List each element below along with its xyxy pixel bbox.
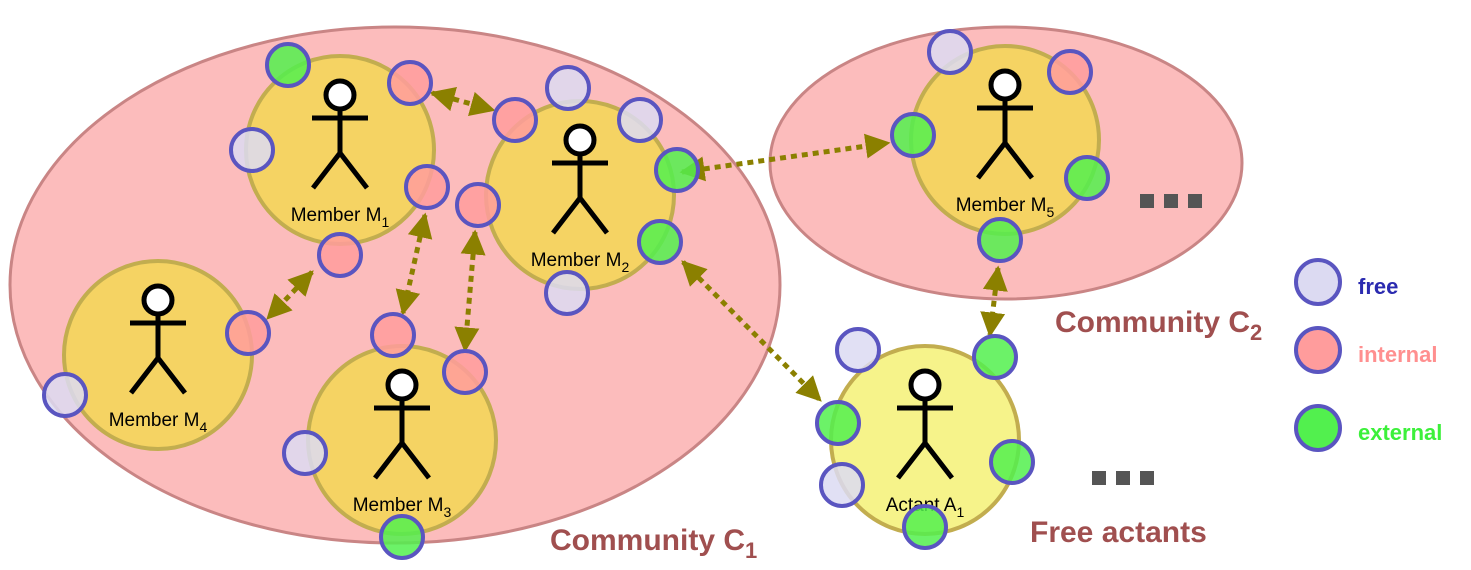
member-m4[interactable]: Member M4 — [62, 259, 254, 451]
member-m5[interactable]: Member M5 — [909, 44, 1101, 236]
person-icon — [976, 68, 1034, 180]
member-m2[interactable]: Member M2 — [484, 99, 676, 291]
legend-external-swatch — [1294, 404, 1342, 452]
port-free[interactable] — [927, 29, 973, 75]
person-icon — [129, 283, 187, 395]
port-free[interactable] — [282, 430, 328, 476]
community-c1-label: Community C1 — [550, 524, 757, 563]
port-internal[interactable] — [492, 97, 538, 143]
port-external[interactable] — [1064, 155, 1110, 201]
port-internal[interactable] — [225, 310, 271, 356]
legend: free internal external — [1294, 258, 1442, 452]
community-c2-label: Community C2 — [1055, 306, 1262, 345]
member-label: Member M3 — [353, 495, 452, 520]
member-label: Member M5 — [956, 195, 1055, 220]
port-external[interactable] — [379, 514, 425, 560]
free-actants-label: Free actants — [1030, 516, 1207, 549]
port-free[interactable] — [42, 372, 88, 418]
link-arrow — [980, 265, 1008, 338]
port-external[interactable] — [972, 334, 1018, 380]
person-icon — [373, 368, 431, 480]
port-internal[interactable] — [387, 60, 433, 106]
port-external[interactable] — [902, 504, 948, 550]
port-free[interactable] — [819, 462, 865, 508]
legend-internal-swatch — [1294, 326, 1342, 374]
member-m1[interactable]: Member M1 — [244, 54, 436, 246]
ellipsis-dot — [1188, 194, 1202, 208]
port-internal[interactable] — [442, 349, 488, 395]
ellipsis-dot — [1092, 471, 1106, 485]
port-internal[interactable] — [1047, 49, 1093, 95]
link-arrow — [395, 212, 433, 316]
legend-free-swatch — [1294, 258, 1342, 306]
port-external[interactable] — [890, 112, 936, 158]
port-free[interactable] — [229, 127, 275, 173]
port-free[interactable] — [544, 270, 590, 316]
port-internal[interactable] — [317, 232, 363, 278]
person-icon — [311, 78, 369, 190]
port-external[interactable] — [815, 400, 861, 446]
link-arrow — [679, 133, 891, 182]
port-external[interactable] — [654, 147, 700, 193]
member-label: Member M4 — [109, 410, 208, 435]
port-free[interactable] — [545, 65, 591, 111]
port-free[interactable] — [835, 327, 881, 373]
ellipsis-dot — [1140, 194, 1154, 208]
member-label: Member M1 — [291, 205, 390, 230]
member-label: Member M2 — [531, 250, 630, 275]
ellipsis-dot — [1116, 471, 1130, 485]
port-internal[interactable] — [370, 312, 416, 358]
person-icon — [896, 368, 954, 480]
port-external[interactable] — [977, 217, 1023, 263]
port-external[interactable] — [265, 42, 311, 88]
port-external[interactable] — [637, 219, 683, 265]
ellipsis-dot — [1140, 471, 1154, 485]
legend-external-label: external — [1358, 420, 1442, 445]
port-internal[interactable] — [404, 164, 450, 210]
ellipsis-more-members — [1092, 194, 1202, 485]
person-icon — [551, 123, 609, 235]
legend-free-label: free — [1358, 274, 1398, 299]
port-internal[interactable] — [455, 182, 501, 228]
ellipsis-dot — [1164, 194, 1178, 208]
link-arrow — [454, 229, 486, 353]
legend-internal-label: internal — [1358, 342, 1437, 367]
port-free[interactable] — [617, 97, 663, 143]
port-external[interactable] — [989, 439, 1035, 485]
